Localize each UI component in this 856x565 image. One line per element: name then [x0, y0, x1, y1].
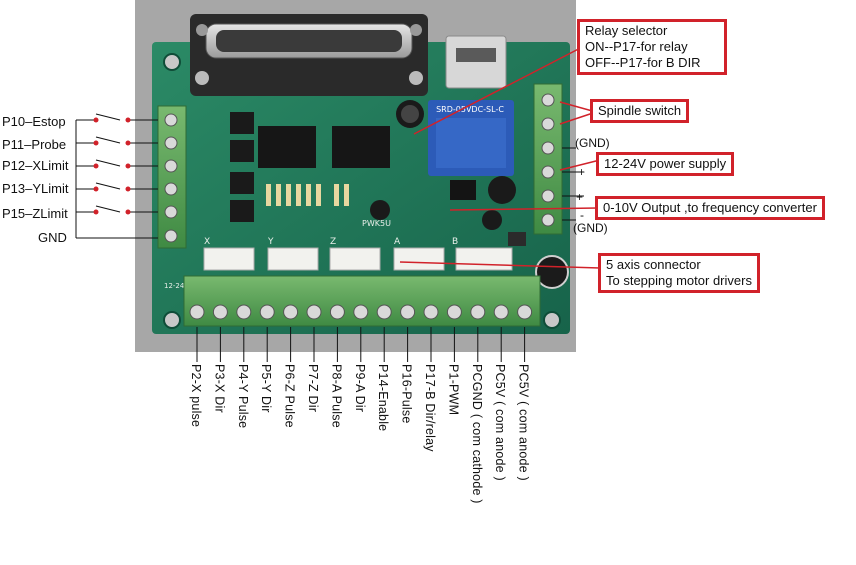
- terminal-screw: [423, 304, 439, 320]
- callout-relay-selector-line: ON--P17-for relay: [585, 39, 688, 54]
- axis-header-a: [393, 247, 445, 271]
- bottom-terminal-label: P4-Y Pulse: [235, 364, 250, 429]
- terminal-screw: [493, 304, 509, 320]
- callout-power-supply: 12-24V power supply: [596, 152, 735, 176]
- callout-5-axis-connector: 5 axis connector To stepping motor drive…: [598, 253, 760, 293]
- regulator: [508, 232, 526, 246]
- terminal-screw: [517, 304, 533, 320]
- capacitor: [370, 200, 390, 220]
- bottom-terminal-label: P5-Y Dir: [259, 364, 274, 413]
- ic-chip: [258, 126, 316, 168]
- terminal-screw: [189, 304, 205, 320]
- callout-0-10v-output: 0-10V Output ,to frequency converter: [595, 196, 825, 220]
- terminal-screw: [329, 304, 345, 320]
- bottom-terminal-label: P8-A Pulse: [329, 364, 344, 428]
- terminal-screw: [376, 304, 392, 320]
- mount-hole: [163, 53, 181, 71]
- minus-sign: -: [580, 208, 584, 222]
- terminal-screw: [400, 304, 416, 320]
- plus-sign: +: [576, 190, 584, 204]
- ic-chip: [230, 200, 254, 222]
- ic-chip: [332, 126, 390, 168]
- bottom-terminal-label: PC5V ( com anode ): [493, 364, 508, 481]
- terminal-screw: [283, 304, 299, 320]
- bottom-terminal-label: P16-Pulse: [399, 364, 414, 424]
- header-label-y: Y: [267, 237, 274, 247]
- callout-spindle-switch: Spindle switch: [590, 99, 690, 123]
- left-input-label: P13–YLimit: [2, 181, 69, 196]
- ic-chip: [230, 112, 254, 134]
- terminal-screw: [259, 304, 275, 320]
- terminal-screw: [446, 304, 462, 320]
- left-input-label: P11–Probe: [2, 137, 67, 152]
- callout-relay-selector-line: OFF--P17-for B DIR: [585, 55, 701, 70]
- bottom-terminal-label: P1-PWM: [446, 364, 461, 416]
- mount-hole: [543, 311, 561, 329]
- left-input-label: P10–Estop: [2, 114, 66, 129]
- left-input-label: P15–ZLimit: [2, 206, 68, 221]
- axis-header-z: [329, 247, 381, 271]
- header-label-a: A: [394, 237, 401, 247]
- bottom-terminal-label: P7-Z Dir: [306, 364, 320, 413]
- regulator: [450, 180, 476, 200]
- bottom-terminal-label: P2-X pulse: [189, 364, 203, 428]
- bottom-terminal-label: P17-B Dir/relay: [423, 364, 437, 452]
- left-input-label: GND: [38, 230, 67, 245]
- callout-relay-selector-line: Relay selector: [585, 23, 668, 38]
- mount-hole: [163, 311, 181, 329]
- capacitor: [488, 176, 516, 204]
- capacitor: [535, 255, 569, 289]
- relay-text: SRD-05VDC-SL-C: [436, 105, 504, 114]
- callout-relay-selector: Relay selector ON--P17-for relay OFF--P1…: [577, 19, 727, 75]
- callout-axis-line: 5 axis connector: [606, 257, 701, 272]
- terminal-screw: [236, 304, 252, 320]
- ic-chip: [230, 140, 254, 162]
- bottom-terminal-label: P3-X Dir: [212, 364, 227, 413]
- left-terminal-block: [157, 105, 187, 249]
- bottom-terminal-label: P6-Z Pulse: [282, 364, 297, 428]
- plus-sign: +: [578, 165, 586, 179]
- bottom-label-ticks: [196, 327, 526, 362]
- header-label-b: B: [452, 237, 458, 247]
- left-switch-contacts: [93, 117, 131, 215]
- bottom-terminal-screws: [189, 304, 533, 320]
- terminal-screw: [306, 304, 322, 320]
- bottom-terminal-label: P9-A Dir: [352, 364, 367, 413]
- right-terminal-screws: [541, 93, 555, 227]
- header-label-x: X: [204, 237, 210, 247]
- right-terminal-wires: [562, 147, 584, 221]
- ic-chip: [230, 172, 254, 194]
- callout-axis-line: To stepping motor drivers: [606, 273, 752, 288]
- axis-header-b: [455, 247, 513, 271]
- terminal-screw: [470, 304, 486, 320]
- gnd-bottom-tag: (GND): [573, 221, 608, 235]
- capacitor: [482, 210, 502, 230]
- bottom-terminal-label: PCGND ( com cathode ): [469, 364, 484, 504]
- bottom-terminal-label: PC5V ( com anode ): [516, 364, 531, 481]
- header-label-z: Z: [330, 237, 336, 247]
- left-terminal-screws: [164, 113, 178, 243]
- left-input-label: P12–XLimit: [2, 158, 69, 173]
- gnd-top-tag: (GND): [575, 136, 610, 150]
- board-name: PWK5U: [362, 219, 391, 228]
- terminal-screw: [353, 304, 369, 320]
- bottom-terminal-label: P14-Enable: [376, 364, 391, 432]
- left-switch-wires: [75, 113, 158, 239]
- terminal-screw: [212, 304, 228, 320]
- voltage-mark: 12-24V: [164, 282, 189, 290]
- axis-header-y: [267, 247, 319, 271]
- axis-header-x: [203, 247, 255, 271]
